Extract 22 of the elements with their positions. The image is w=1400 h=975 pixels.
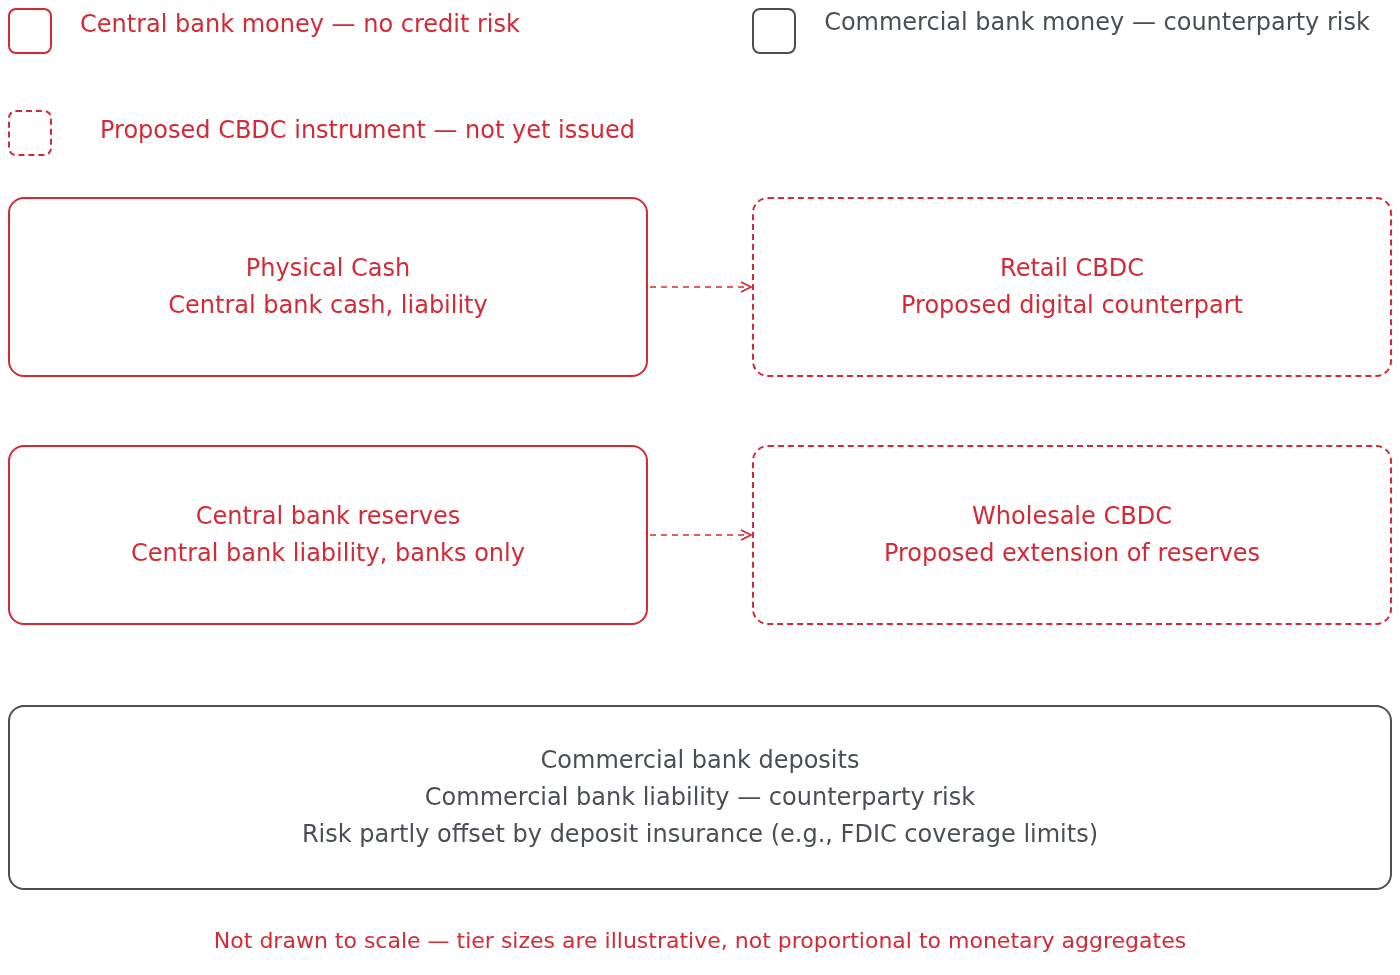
tier-description: Commercial bank liability — counterparty risk: [424, 783, 976, 812]
arrow: [649, 529, 752, 541]
tier-description: Proposed extension of reserves: [883, 539, 1261, 568]
proposed-instrument-box: [752, 445, 1392, 625]
tier-title: Retail CBDC: [1000, 254, 1144, 283]
proposed-instrument-box: [752, 197, 1392, 377]
money-tier-box: [8, 197, 648, 377]
tier-title: Central bank reserves: [195, 502, 461, 531]
money-tier-box: [8, 445, 648, 625]
tier-description: Risk partly offset by deposit insurance (e.g., FDIC coverage limits): [301, 819, 1099, 849]
legend-text: Central bank money — no credit risk: [80, 9, 521, 40]
caption: Not drawn to scale — tier sizes are illustrative, not proportional to monetary aggregates: [212, 928, 1188, 953]
tier-title: Wholesale CBDC: [972, 502, 1172, 531]
tier-title: Physical Cash: [245, 254, 411, 283]
tier-description: Central bank cash, liability: [168, 291, 488, 320]
money-tier-box: [8, 705, 1392, 890]
legend-text: Commercial bank money — counterparty risk: [823, 7, 1371, 38]
arrow: [649, 281, 752, 293]
tier-description: Central bank liability, banks only: [131, 539, 525, 568]
tier-description: Proposed digital counterpart: [901, 291, 1243, 320]
legend-text: Proposed CBDC instrument — not yet issued: [100, 115, 636, 146]
tier-title: Commercial bank deposits: [540, 746, 860, 776]
